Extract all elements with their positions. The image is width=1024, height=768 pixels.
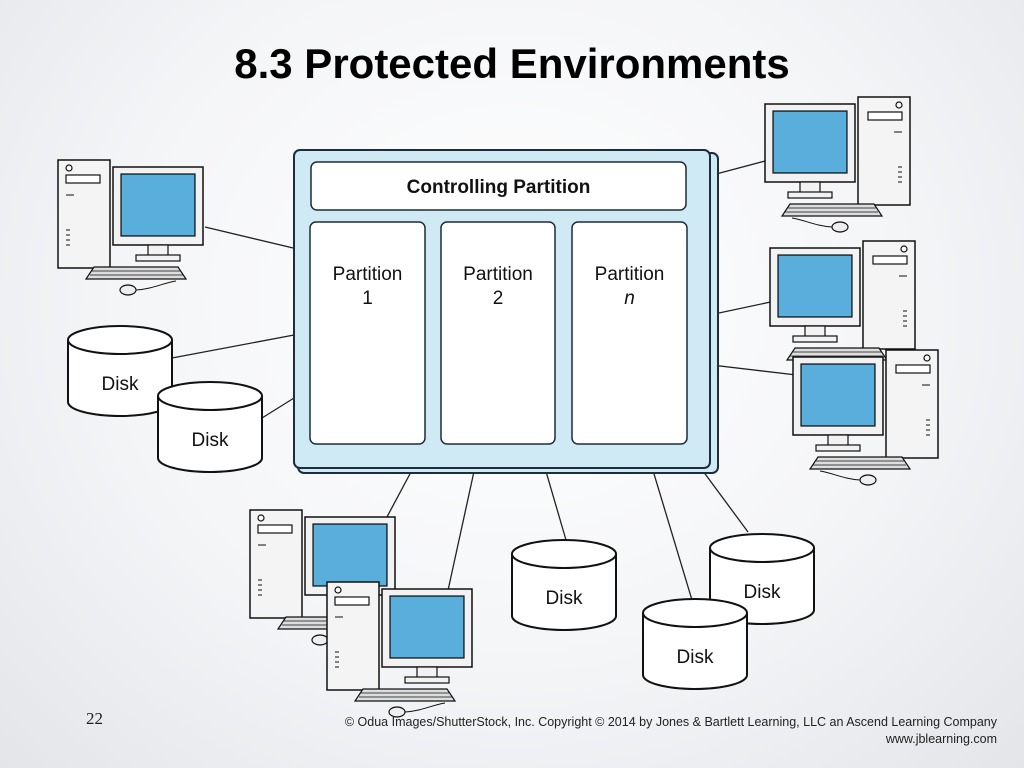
disk-icon: Disk bbox=[157, 381, 263, 473]
disk-icon: Disk bbox=[642, 598, 748, 690]
computer-icon bbox=[326, 581, 473, 718]
computer-icon bbox=[57, 159, 204, 296]
partition-n-number: n bbox=[624, 288, 635, 309]
partition-2-label: Partition bbox=[463, 264, 533, 285]
disk-label: Disk bbox=[102, 374, 139, 395]
disk-icon: Disk bbox=[511, 539, 617, 631]
partition-1-box bbox=[309, 221, 426, 445]
partition-1-number: 1 bbox=[362, 288, 373, 309]
controlling-partition-label: Controlling Partition bbox=[407, 177, 591, 198]
disk-label: Disk bbox=[677, 647, 714, 668]
disk-label: Disk bbox=[192, 430, 229, 451]
disk-label: Disk bbox=[546, 588, 583, 609]
controlling-partition-box bbox=[310, 161, 687, 211]
partition-n-box bbox=[571, 221, 688, 445]
partition-n-label: Partition bbox=[595, 264, 665, 285]
disk-icon: Disk bbox=[709, 533, 815, 625]
slide-number: 22 bbox=[86, 709, 103, 728]
disk-icon: Disk bbox=[67, 325, 173, 417]
computer-icon bbox=[792, 349, 939, 486]
disk-label: Disk bbox=[744, 582, 781, 603]
computer-icon bbox=[764, 96, 911, 233]
partition-1-label: Partition bbox=[333, 264, 403, 285]
slide-title: 8.3 Protected Environments bbox=[234, 40, 790, 87]
copyright-text: © Odua Images/ShutterStock, Inc. Copyrig… bbox=[344, 715, 997, 729]
partition-2-box bbox=[440, 221, 556, 445]
copyright-url: www.jblearning.com bbox=[885, 732, 997, 746]
partition-2-number: 2 bbox=[493, 288, 504, 309]
